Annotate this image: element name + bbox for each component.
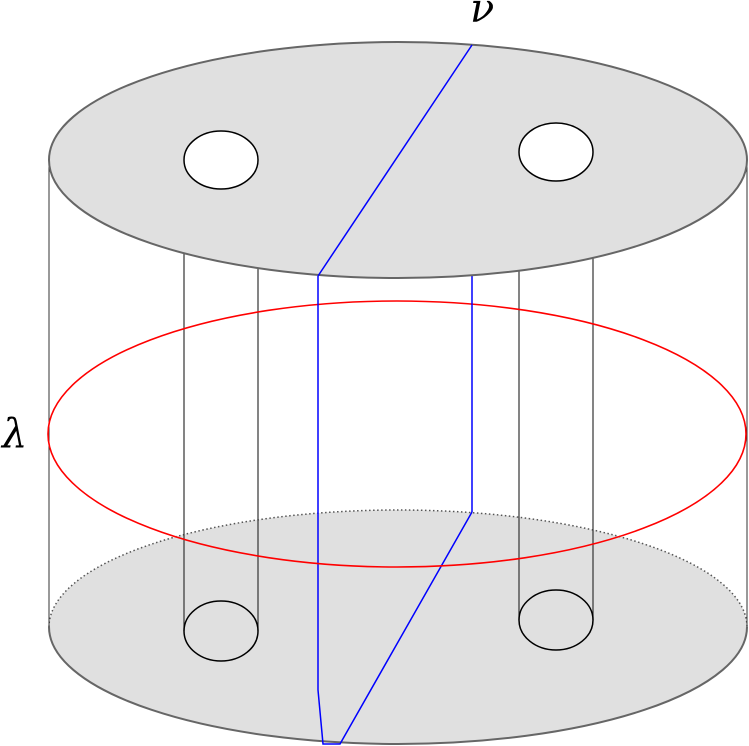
bottom-disk-fill	[49, 510, 747, 744]
bottom-disk-front-rim	[48, 626, 748, 745]
nu-curve-top-diagonal	[317, 44, 473, 277]
lambda-curve	[47, 300, 747, 568]
bottom-disk	[48, 509, 748, 745]
lambda-label: λ	[0, 411, 27, 457]
bottom-left-hole	[183, 600, 259, 662]
bottom-right-hole	[518, 589, 594, 651]
top-left-hole	[183, 130, 259, 190]
nu-label: ν	[470, 0, 494, 32]
top-disk	[48, 41, 748, 279]
nu-curve-lower	[317, 511, 473, 745]
top-right-hole	[518, 122, 594, 182]
top-disk-fill	[48, 41, 748, 279]
bottom-disk-back-rim	[48, 509, 748, 628]
